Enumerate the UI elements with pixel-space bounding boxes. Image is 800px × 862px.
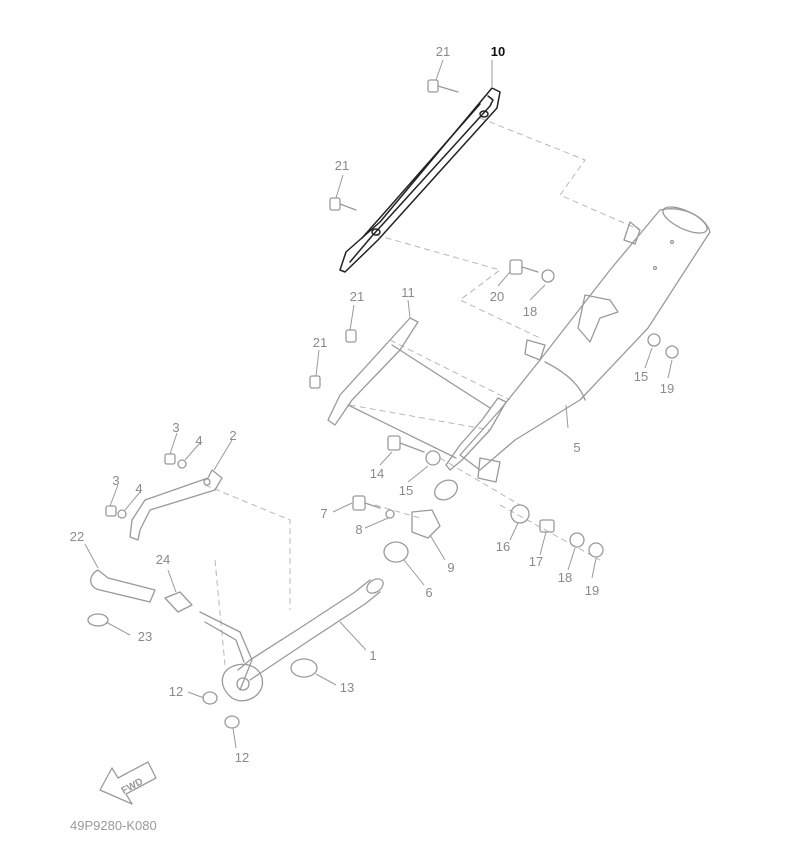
callout-labels: 21 10 21 21 11 21 20 18 15 19 5 14 15 3 … — [70, 44, 674, 765]
callout-6: 6 — [425, 585, 432, 600]
callout-4: 4 — [135, 481, 142, 496]
callout-24: 24 — [156, 552, 170, 567]
fwd-arrow-icon: FWD — [99, 761, 157, 805]
callout-2: 2 — [229, 428, 236, 443]
bracket-part-2[interactable] — [129, 469, 223, 541]
callout-13: 13 — [340, 680, 354, 695]
callout-7: 7 — [320, 506, 327, 521]
callout-11: 11 — [401, 285, 415, 300]
heat-shield-part-11[interactable] — [327, 317, 507, 471]
callout-1: 1 — [369, 648, 376, 663]
fwd-label: FWD — [120, 776, 145, 796]
callout-3: 3 — [172, 420, 179, 435]
callout-23: 23 — [138, 629, 152, 644]
callout-18: 18 — [523, 304, 537, 319]
callout-19: 19 — [660, 381, 674, 396]
exhaust-pipe-part-1[interactable] — [199, 576, 386, 702]
alignment-lines — [204, 117, 641, 666]
callout-22: 22 — [70, 529, 84, 544]
callout-12: 12 — [235, 750, 249, 765]
callout-10: 10 — [491, 44, 505, 59]
drawing-code: 49P9280-K080 — [70, 818, 157, 833]
callout-21: 21 — [313, 335, 327, 350]
muffler-part-5[interactable] — [459, 202, 711, 483]
callout-19: 19 — [585, 583, 599, 598]
callout-15: 15 — [399, 483, 413, 498]
callout-4: 4 — [195, 433, 202, 448]
callout-21: 21 — [335, 158, 349, 173]
leader-lines — [84, 59, 673, 749]
callout-18: 18 — [558, 570, 572, 585]
heat-shield-part-10[interactable] — [339, 87, 501, 273]
hardware-parts — [87, 79, 679, 729]
callout-21: 21 — [436, 44, 450, 59]
callout-3: 3 — [112, 473, 119, 488]
callout-5: 5 — [573, 440, 580, 455]
callout-9: 9 — [447, 560, 454, 575]
callout-17: 17 — [529, 554, 543, 569]
callout-14: 14 — [370, 466, 384, 481]
callout-21: 21 — [350, 289, 364, 304]
callout-15: 15 — [634, 369, 648, 384]
callout-8: 8 — [355, 522, 362, 537]
callout-12: 12 — [169, 684, 183, 699]
callout-16: 16 — [496, 539, 510, 554]
callout-20: 20 — [490, 289, 504, 304]
